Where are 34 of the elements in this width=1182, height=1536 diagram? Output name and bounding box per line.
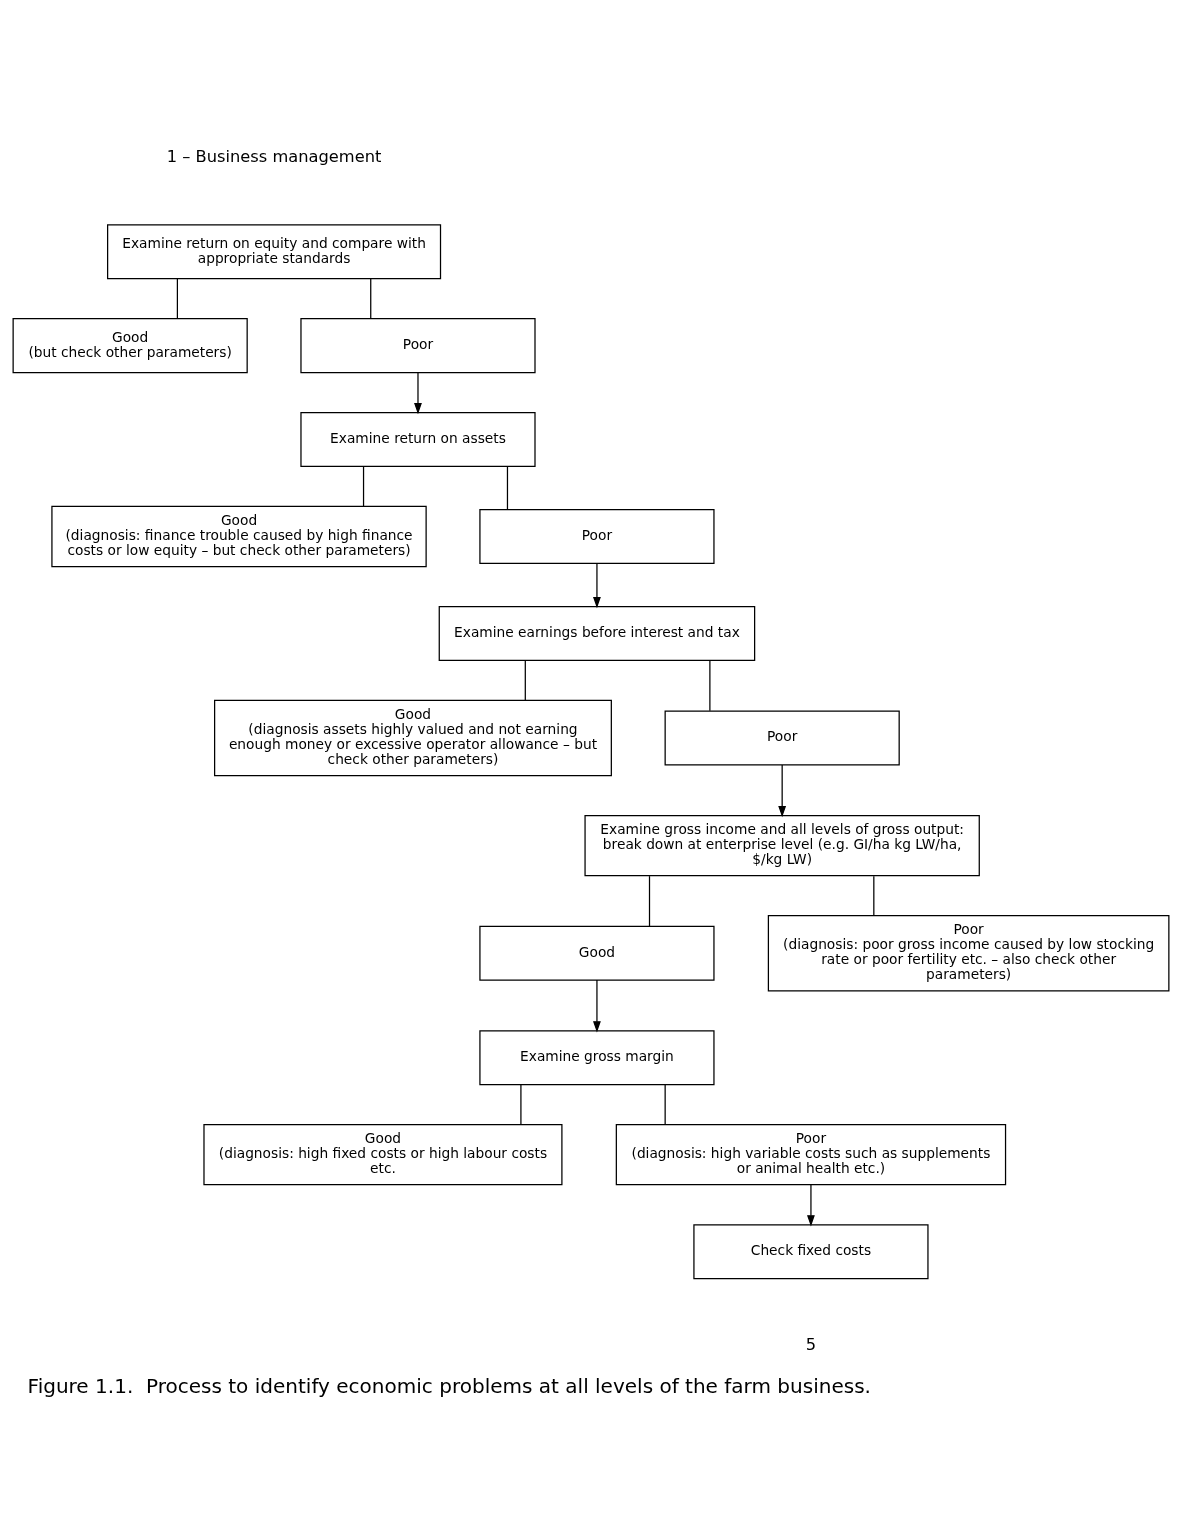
connector [664, 1084, 666, 1126]
connector [873, 875, 875, 916]
arrow [414, 372, 422, 415]
arrow [593, 562, 601, 609]
connector [362, 465, 365, 507]
arrow [593, 979, 601, 1033]
node-box: Check fixed costs [693, 1224, 929, 1280]
connector [506, 465, 509, 510]
node-box: Good (but check other parameters) [12, 318, 248, 374]
node-box: Poor (diagnosis: high variable costs such as supplements or animal health etc.) [615, 1124, 1007, 1186]
node-box: Good [479, 925, 715, 981]
node-box: Good (diagnosis: finance trouble caused by high finance costs or low equity – but check other parameters) [51, 505, 427, 568]
caption: Figure 1.1. Process to identify economic problems at all levels of the farm business. [27, 1374, 871, 1399]
connector [709, 659, 711, 712]
node-box: Examine return on assets [300, 411, 536, 468]
node-box: Poor [300, 318, 536, 374]
connector [176, 278, 178, 320]
node-box: Good (diagnosis assets highly valued and not earning enough money or excessive operator allowance – but check other parameters) [214, 699, 612, 777]
arrow [807, 1184, 815, 1227]
node-box: Good (diagnosis: high fixed costs or high labour costs etc. [203, 1124, 563, 1186]
node-box: Poor [664, 710, 900, 766]
label: 1 – Business management [166, 147, 382, 167]
connector [520, 1084, 522, 1126]
node-box: Poor [479, 508, 715, 564]
connector [648, 875, 651, 927]
connector [370, 278, 372, 320]
node-box: Examine gross income and all levels of gross output: break down at enterprise level (e.g. GI/ha kg LW/ha, $/kg LW) [584, 814, 980, 877]
label: 5 [805, 1334, 817, 1354]
arrow [778, 764, 787, 818]
node-box: Examine earnings before interest and tax [438, 605, 756, 661]
node-box: Poor (diagnosis: poor gross income caused by low stocking rate or poor fertility etc. – also check other parameters) [767, 915, 1170, 992]
connector [524, 659, 526, 701]
node-box: Examine return on equity and compare with appropriate standards [107, 224, 442, 280]
node-box: Examine gross margin [479, 1030, 715, 1086]
